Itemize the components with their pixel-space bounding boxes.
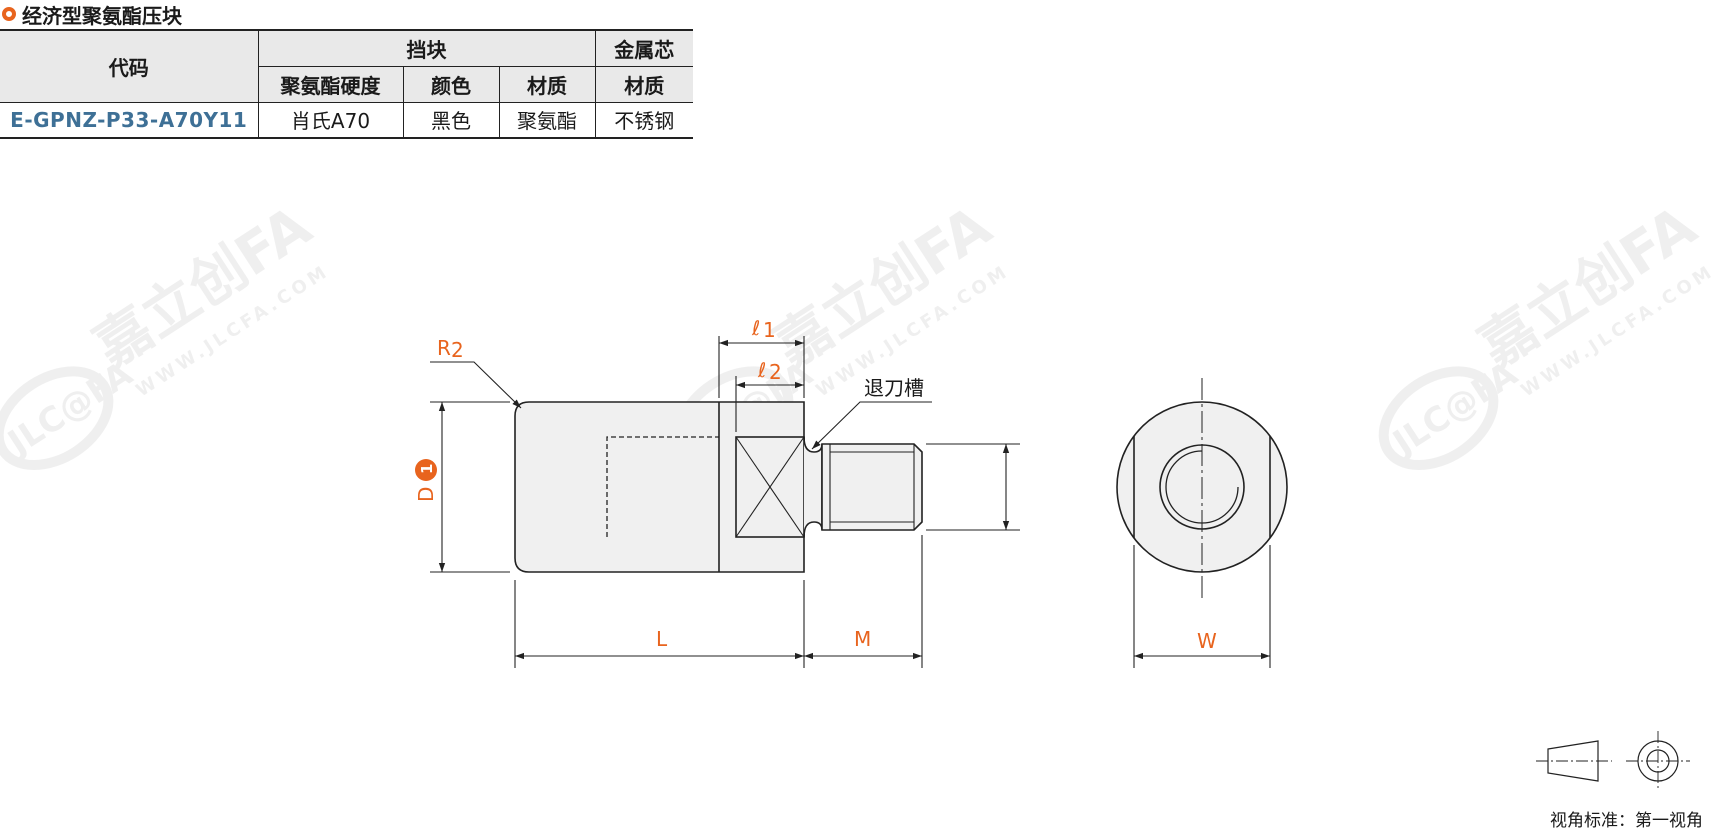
label-d-group: D 1 [414, 459, 438, 502]
header-code: 代码 [0, 29, 259, 103]
table-header-row: 代码 挡块 金属芯 [0, 29, 694, 103]
threaded-stud [821, 443, 923, 531]
watermark-right: JLC@FA 嘉立创FA WWW.JLCFA.COM [1378, 193, 1711, 471]
label-l1-sub: 1 [763, 318, 776, 342]
watermark-left: JLC@FA 嘉立创FA WWW.JLCFA.COM [0, 193, 334, 471]
label-r: R [437, 336, 451, 360]
table-row: E-GPNZ-P33-A70Y11 肖氏A70 黑色 聚氨酯 不锈钢 [0, 101, 694, 139]
badge-icon [415, 459, 437, 481]
label-l1: ℓ [751, 316, 760, 340]
label-l2: ℓ [757, 358, 766, 382]
label-d-badge: 1 [418, 464, 436, 474]
side-dimensions [430, 336, 1020, 668]
cell-code[interactable]: E-GPNZ-P33-A70Y11 [0, 101, 259, 139]
label-thread: M [854, 627, 871, 651]
subheader-color: 颜色 [402, 65, 500, 103]
relief-groove [803, 436, 823, 538]
end-dimensions [1133, 545, 1271, 668]
title-row: 经济型聚氨酯压块 [0, 0, 182, 28]
label-groove: 退刀槽 [864, 376, 924, 400]
subheader-core-material: 材质 [594, 65, 694, 103]
projection-label: 视角标准：第一视角 [1550, 811, 1703, 831]
label-width: W [1197, 629, 1217, 653]
label-d: D [414, 487, 438, 502]
label-r-sub: 2 [451, 338, 464, 362]
cell-core-material: 不锈钢 [594, 101, 694, 139]
end-view [1116, 378, 1288, 598]
cell-color: 黑色 [402, 101, 500, 139]
spec-table: 代码 挡块 金属芯 聚氨酯硬度 颜色 材质 材质 E-GPNZ-P33-A70Y… [0, 29, 694, 139]
label-length: L [656, 627, 668, 651]
cell-material: 聚氨酯 [498, 101, 596, 139]
projection-symbol-icon [1536, 731, 1690, 791]
subheader-material: 材质 [498, 65, 596, 103]
header-stopper: 挡块 [257, 29, 596, 67]
side-view [514, 401, 923, 573]
label-l2-sub: 2 [769, 360, 782, 384]
table-subheader-row: 聚氨酯硬度 颜色 材质 材质 [0, 65, 694, 103]
hidden-line [606, 436, 719, 537]
page-title: 经济型聚氨酯压块 [22, 3, 182, 28]
ring-icon [2, 7, 16, 21]
